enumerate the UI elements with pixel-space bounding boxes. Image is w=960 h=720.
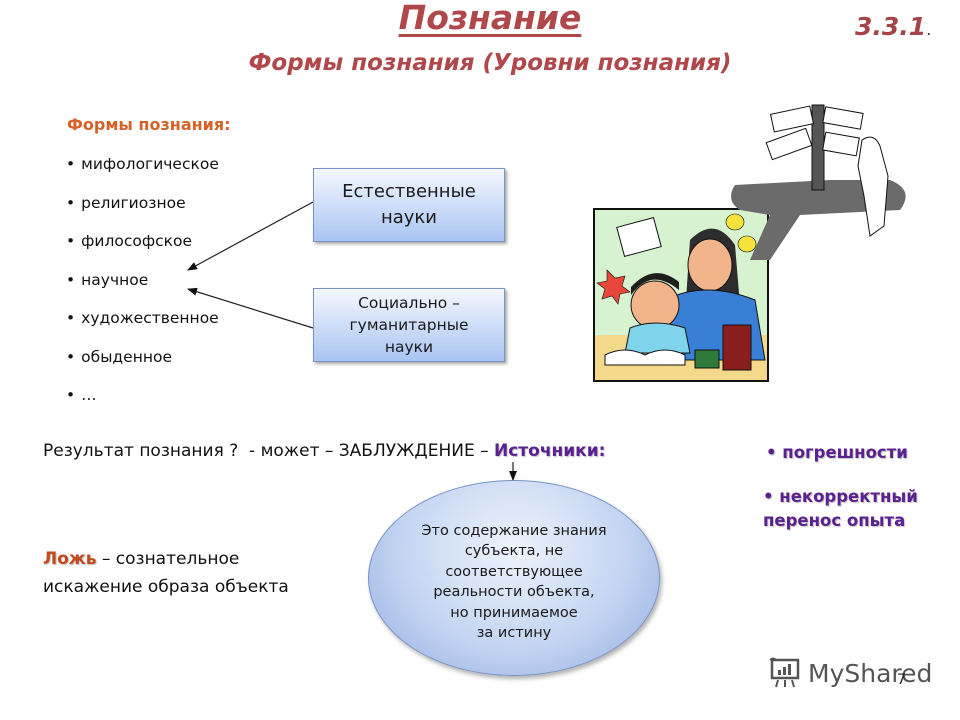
forms-list: мифологическое религиозное философское н… [66, 152, 219, 422]
source-item: • некорректный перенос опыта [763, 487, 918, 530]
result-text: Результат познания ? - может – ЗАБЛУЖДЕН… [43, 441, 494, 461]
watermark: MyShared [768, 656, 932, 690]
definition-line: Это содержание знания [421, 522, 607, 539]
box-line: Социально – [358, 294, 460, 312]
presentation-board-icon [769, 657, 800, 688]
list-item: … [66, 383, 219, 422]
source-item: • погрешности [766, 443, 908, 462]
definition-line: за истину [476, 625, 552, 641]
list-item: мифологическое [66, 152, 219, 191]
lie-text: – сознательное искажение образа объекта [43, 549, 289, 597]
list-item: научное [66, 268, 219, 307]
forms-heading: Формы познания: [67, 115, 231, 134]
students-icon [595, 213, 767, 380]
box-line: Естественные [342, 181, 476, 202]
social-sciences-box: Социально – гуманитарные науки [313, 288, 505, 362]
definition-line: субъекта, не [464, 543, 564, 559]
slide-number: 3.3.1. [855, 12, 932, 41]
study-illustration [593, 208, 769, 382]
result-line: Результат познания ? - может – ЗАБЛУЖДЕН… [43, 441, 605, 461]
page-subtitle: Формы познания (Уровни познания) [248, 50, 732, 76]
delusion-definition-ellipse: Это содержание знания субъекта, не соотв… [368, 480, 660, 676]
definition-line: но принимаемое [450, 604, 578, 621]
lie-term: Ложь [43, 549, 97, 569]
page-title: Познание [398, 0, 582, 37]
definition-line: реальности объекта, [433, 584, 595, 600]
lie-definition: Ложь – сознательное искажение образа объ… [43, 545, 343, 601]
natural-sciences-box: Естественные науки [313, 168, 505, 242]
watermark-text: MyShared [808, 658, 933, 688]
list-item: философское [66, 229, 219, 268]
box-line: науки [380, 207, 438, 228]
list-item: художественное [66, 306, 219, 345]
box-line: гуманитарные [349, 316, 469, 334]
box-line: науки [384, 338, 434, 356]
sources-label: Источники: [494, 441, 606, 461]
list-item: обыденное [66, 345, 219, 384]
page-number: 7 [897, 672, 906, 688]
definition-line: соответствующее [445, 563, 583, 580]
list-item: религиозное [66, 191, 219, 230]
